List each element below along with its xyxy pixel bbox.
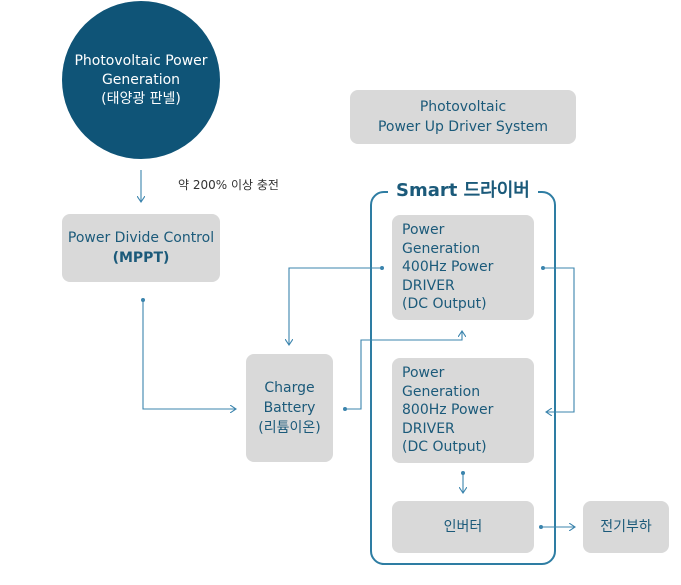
driver-800-line: DRIVER	[402, 420, 455, 437]
driver-400-line: 400Hz Power	[402, 259, 494, 276]
connector-dot	[141, 298, 145, 302]
pv-line1: Photovoltaic Power	[74, 52, 208, 69]
arrow-driver400-to-driver800	[543, 267, 575, 412]
arrow-battery-to-driver400	[345, 331, 462, 410]
mppt-line2: (MPPT)	[112, 250, 170, 266]
system-label-line1: Photovoltaic	[419, 99, 507, 115]
connector-dot	[539, 525, 543, 529]
pv-line2: Generation	[101, 71, 181, 88]
pv-line3: (태양광 판넬)	[101, 90, 181, 107]
connector-dot	[541, 266, 545, 270]
load-box: 전기부하	[583, 501, 669, 553]
driver-400-line: Power	[402, 222, 445, 239]
driver-800hz-box: Power Generation 800Hz Power DRIVER (DC …	[392, 358, 534, 463]
driver-400hz-box: Power Generation 400Hz Power DRIVER (DC …	[392, 215, 534, 320]
pv-generation-node: Photovoltaic Power Generation (태양광 판넬)	[62, 1, 220, 159]
battery-line3: (리튬이온)	[258, 420, 321, 436]
connector-dot	[461, 471, 465, 475]
inverter-label: 인버터	[443, 519, 483, 535]
driver-400-line: (DC Output)	[402, 296, 487, 313]
mppt-line1: Power Divide Control	[67, 230, 215, 246]
arrow-mppt-to-battery	[142, 300, 236, 409]
connector-dot	[343, 407, 347, 411]
smart-driver-title: Smart 드라이버	[388, 178, 538, 204]
charge-note: 약 200% 이상 충전	[178, 178, 279, 192]
driver-400-line: Generation	[402, 240, 481, 257]
connector-dot	[380, 266, 384, 270]
driver-400-line: DRIVER	[402, 277, 455, 294]
mppt-box: Power Divide Control (MPPT)	[62, 214, 220, 282]
driver-800-line: Generation	[402, 383, 481, 400]
driver-800-line: Power	[402, 365, 445, 382]
battery-line2: Battery	[263, 400, 316, 416]
driver-800-line: 800Hz Power	[402, 402, 494, 419]
load-label: 전기부하	[600, 519, 652, 535]
inverter-box: 인버터	[392, 501, 534, 553]
battery-box: Charge Battery (리튬이온)	[246, 354, 333, 462]
driver-800-line: (DC Output)	[402, 439, 487, 456]
system-label-box: Photovoltaic Power Up Driver System	[350, 90, 576, 144]
arrow-driver400-to-battery	[289, 267, 382, 345]
system-label-line2: Power Up Driver System	[377, 119, 549, 135]
battery-line1: Charge	[264, 380, 315, 396]
